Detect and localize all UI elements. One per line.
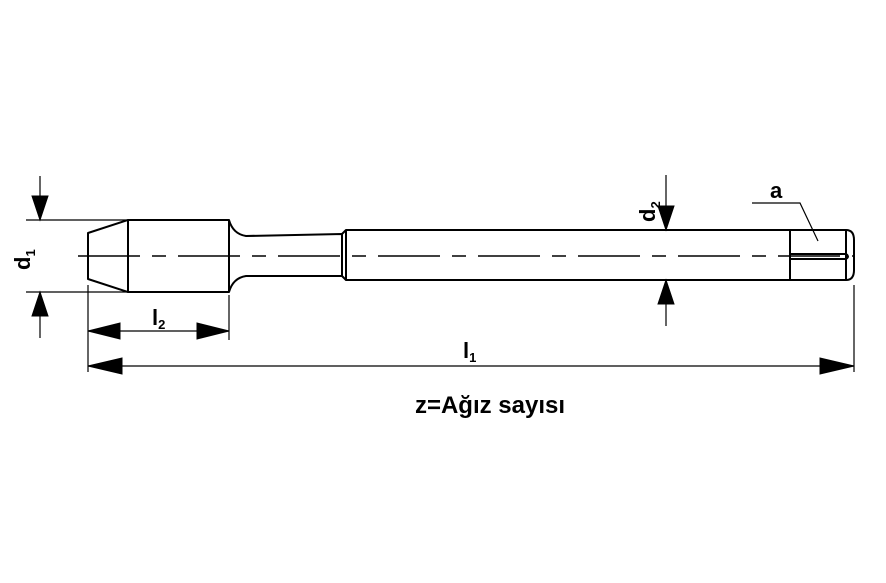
l1-subscript: 1 bbox=[469, 350, 476, 365]
d2-arrow-up bbox=[657, 278, 675, 305]
l1-label: l bbox=[463, 338, 469, 363]
d1-arrow-up bbox=[31, 290, 49, 317]
tap-outline bbox=[87, 219, 855, 293]
svg-text:d2: d2 bbox=[635, 201, 663, 222]
l1-dimension bbox=[87, 357, 855, 375]
l2-subscript: 2 bbox=[158, 317, 165, 332]
d2-label: d bbox=[635, 209, 660, 222]
svg-text:d1: d1 bbox=[10, 249, 38, 270]
l2-label: l bbox=[152, 305, 158, 330]
d1-dimension bbox=[31, 176, 49, 338]
svg-text:l1: l1 bbox=[463, 338, 476, 365]
d1-arrow-down bbox=[31, 195, 49, 222]
l1-arrow-left bbox=[87, 357, 123, 375]
l2-dimension bbox=[87, 322, 230, 340]
caption-text: z=Ağız sayısı bbox=[415, 392, 565, 419]
d1-subscript: 1 bbox=[23, 249, 38, 256]
l2-arrow-right bbox=[196, 322, 230, 340]
shank bbox=[341, 229, 855, 281]
extension-lines bbox=[26, 175, 855, 372]
d2-subscript: 2 bbox=[648, 201, 663, 208]
a-label: a bbox=[770, 178, 783, 203]
l2-arrow-left bbox=[87, 322, 121, 340]
d2-arrow-down bbox=[657, 205, 675, 232]
svg-text:l2: l2 bbox=[152, 305, 165, 332]
d1-label: d bbox=[10, 257, 35, 270]
a-leader-line bbox=[752, 202, 819, 242]
l1-arrow-right bbox=[819, 357, 855, 375]
d2-dimension bbox=[657, 205, 675, 305]
